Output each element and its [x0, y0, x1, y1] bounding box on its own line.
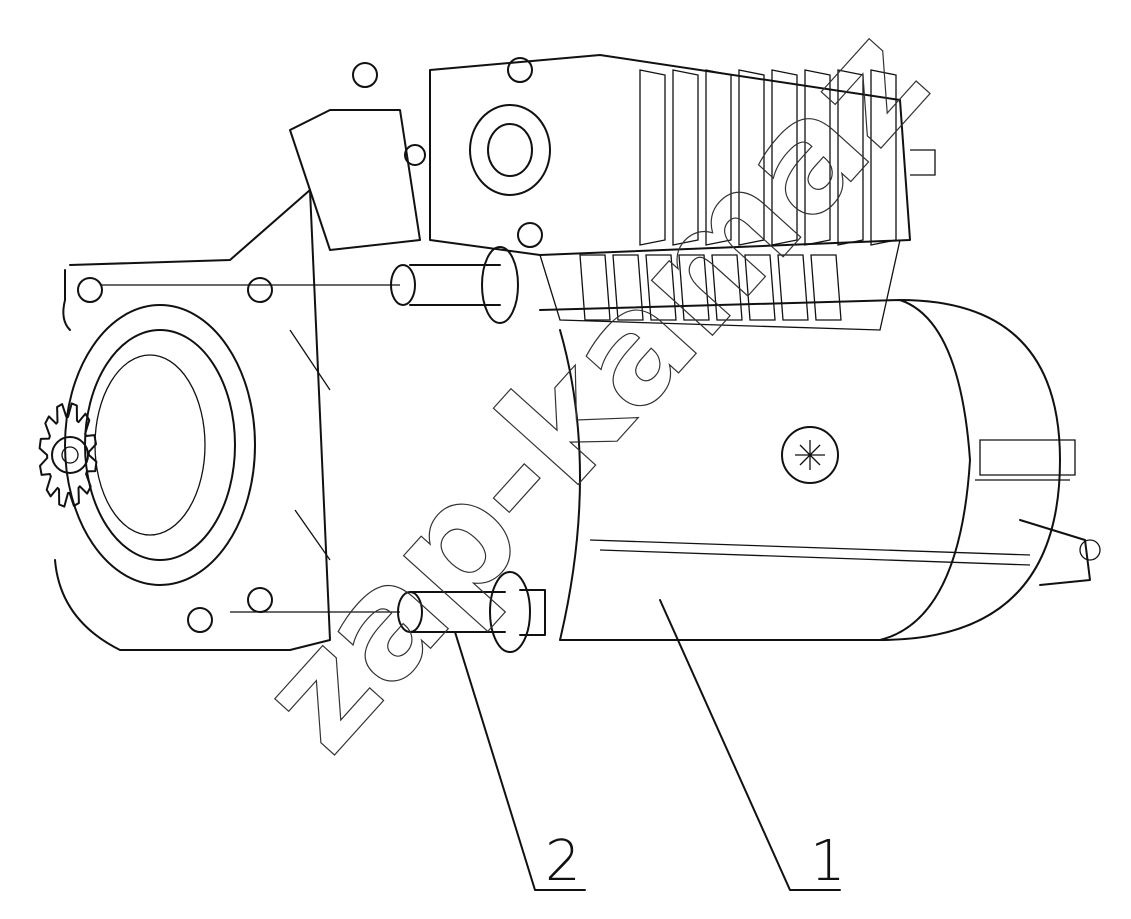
gear-teeth	[38, 402, 98, 508]
solenoid-fin	[870, 69, 897, 246]
solenoid-fin-lower	[678, 254, 710, 321]
callout-2-label: 2	[545, 829, 581, 894]
solenoid-fin	[837, 69, 864, 246]
solenoid-fin	[738, 69, 765, 246]
solenoid-fin	[771, 69, 798, 246]
leader-lines	[454, 599, 841, 891]
solenoid-fin	[705, 69, 732, 246]
solenoid-fin-lower	[744, 254, 776, 321]
motor-housing	[539, 299, 1101, 641]
solenoid-fin	[639, 69, 666, 246]
solenoid-fin-lower	[777, 254, 809, 321]
solenoid-fin-lower	[810, 254, 842, 321]
through-bolts	[100, 246, 546, 653]
solenoid-fin	[672, 69, 699, 246]
pinion-gear	[38, 402, 98, 508]
solenoid-fin-lower	[645, 254, 677, 321]
solenoid-fin-lower	[711, 254, 743, 321]
solenoid-fin-lower	[579, 254, 611, 321]
callout-1-label: 1	[810, 829, 846, 894]
solenoid-fin	[804, 69, 831, 246]
watermark-text: zap-kamaz	[227, 0, 961, 784]
solenoid	[289, 54, 936, 331]
drive-end-housing	[54, 189, 331, 651]
solenoid-fin-lower	[612, 254, 644, 321]
